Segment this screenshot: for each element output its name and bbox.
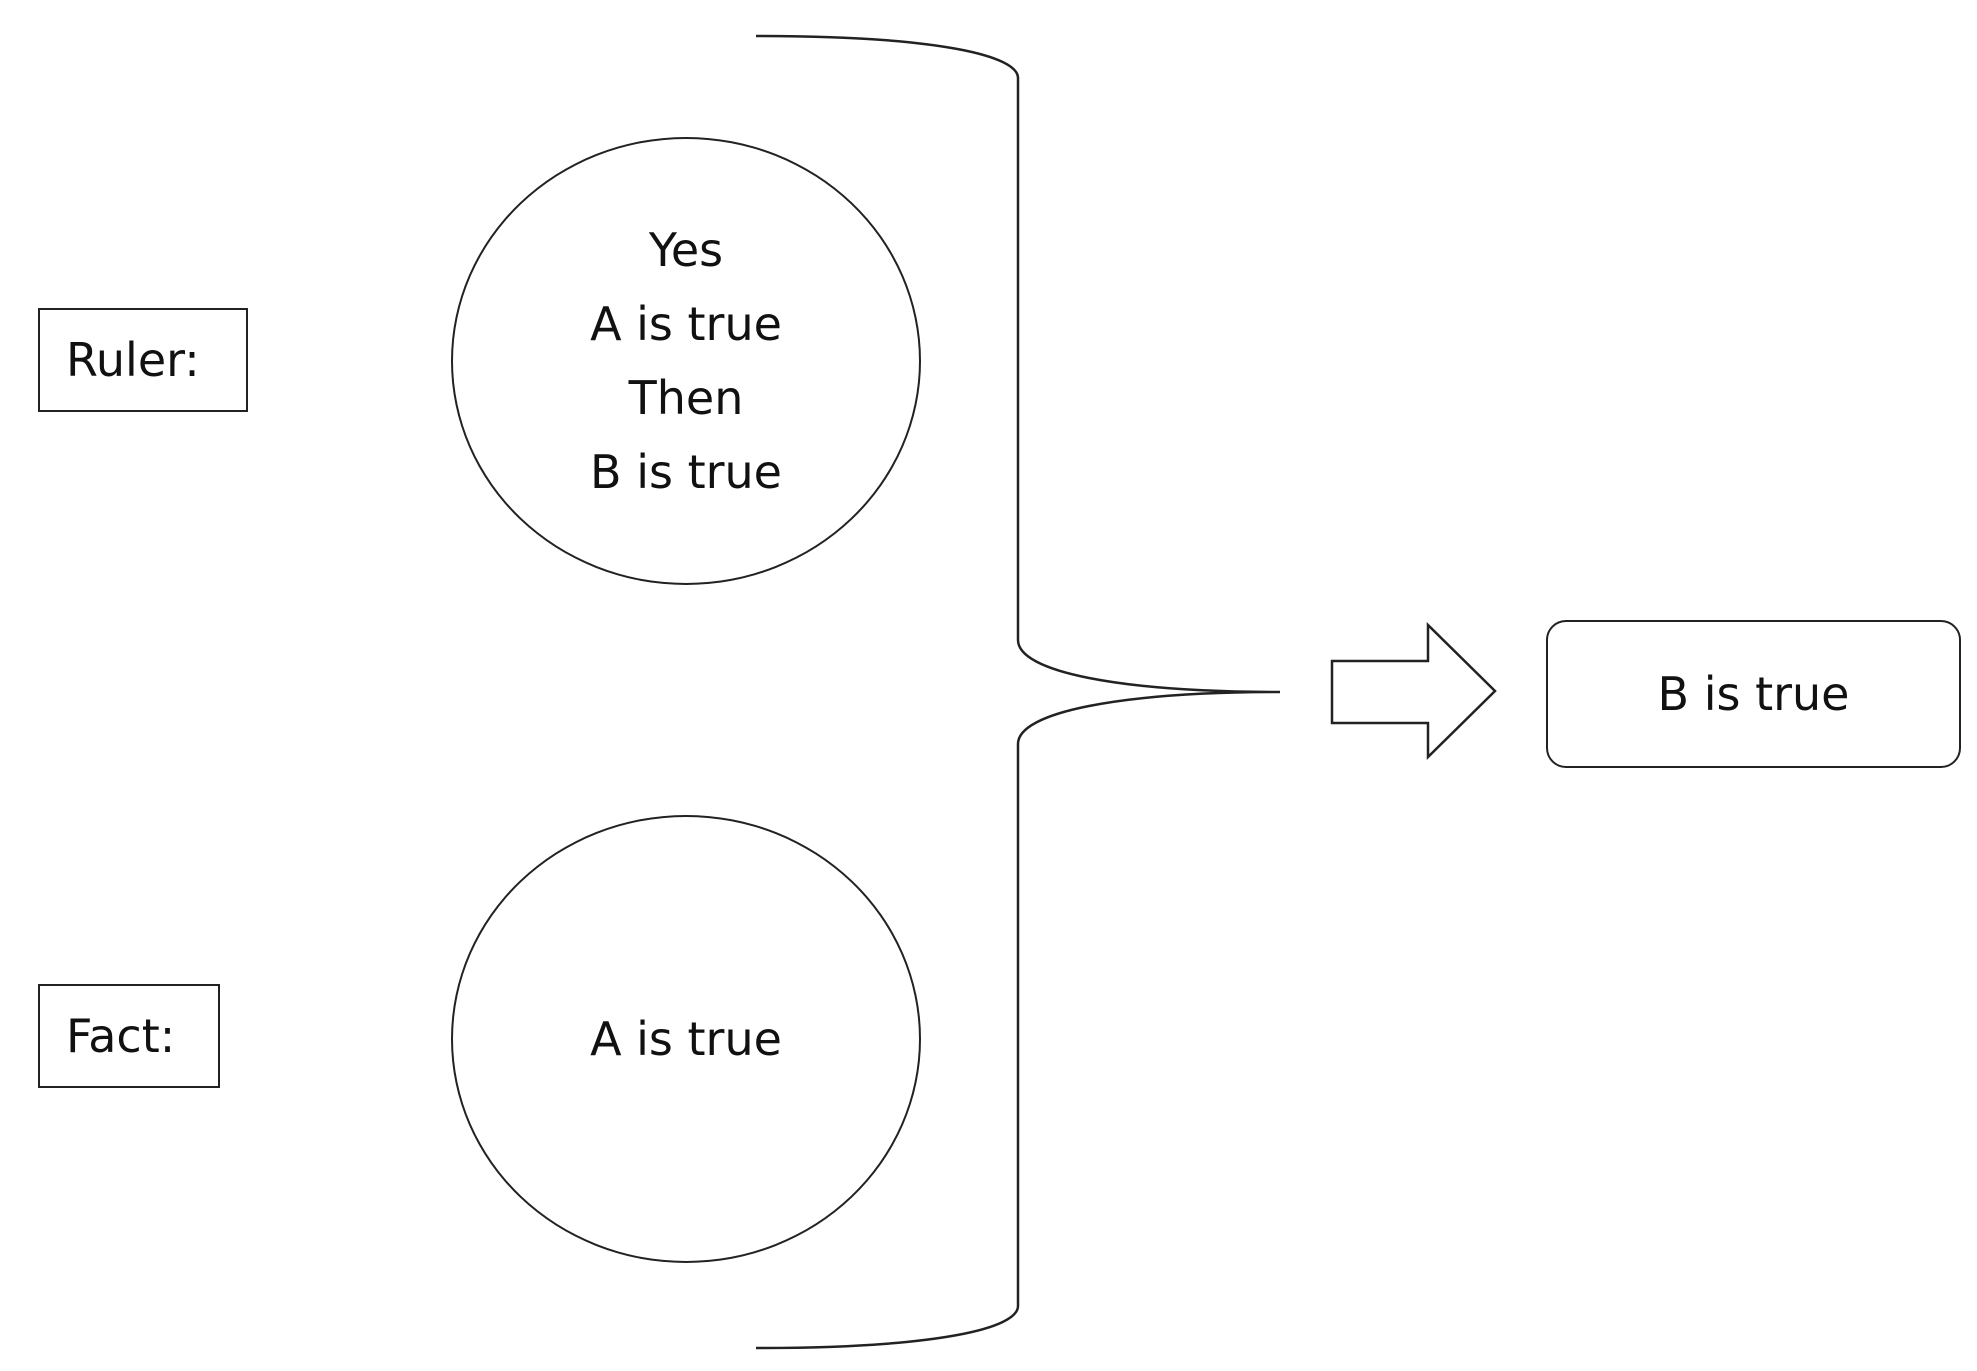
fact-circle: A is true (451, 815, 921, 1263)
rule-line: Then (628, 371, 744, 425)
rule-line: B is true (590, 445, 782, 499)
rule-line: Yes (648, 223, 724, 277)
result-box: B is true (1546, 620, 1961, 768)
fact-text: A is true (590, 1012, 782, 1066)
right-brace (755, 34, 1281, 1350)
ruler-label-text: Ruler: (66, 333, 200, 387)
rule-line: A is true (590, 297, 782, 351)
ruler-label: Ruler: (38, 308, 248, 412)
result-text: B is true (1657, 667, 1850, 721)
fact-label-text: Fact: (66, 1009, 176, 1063)
right-arrow-icon (1330, 622, 1497, 760)
fact-label: Fact: (38, 984, 220, 1088)
rule-circle: Yes A is true Then B is true (451, 137, 921, 585)
